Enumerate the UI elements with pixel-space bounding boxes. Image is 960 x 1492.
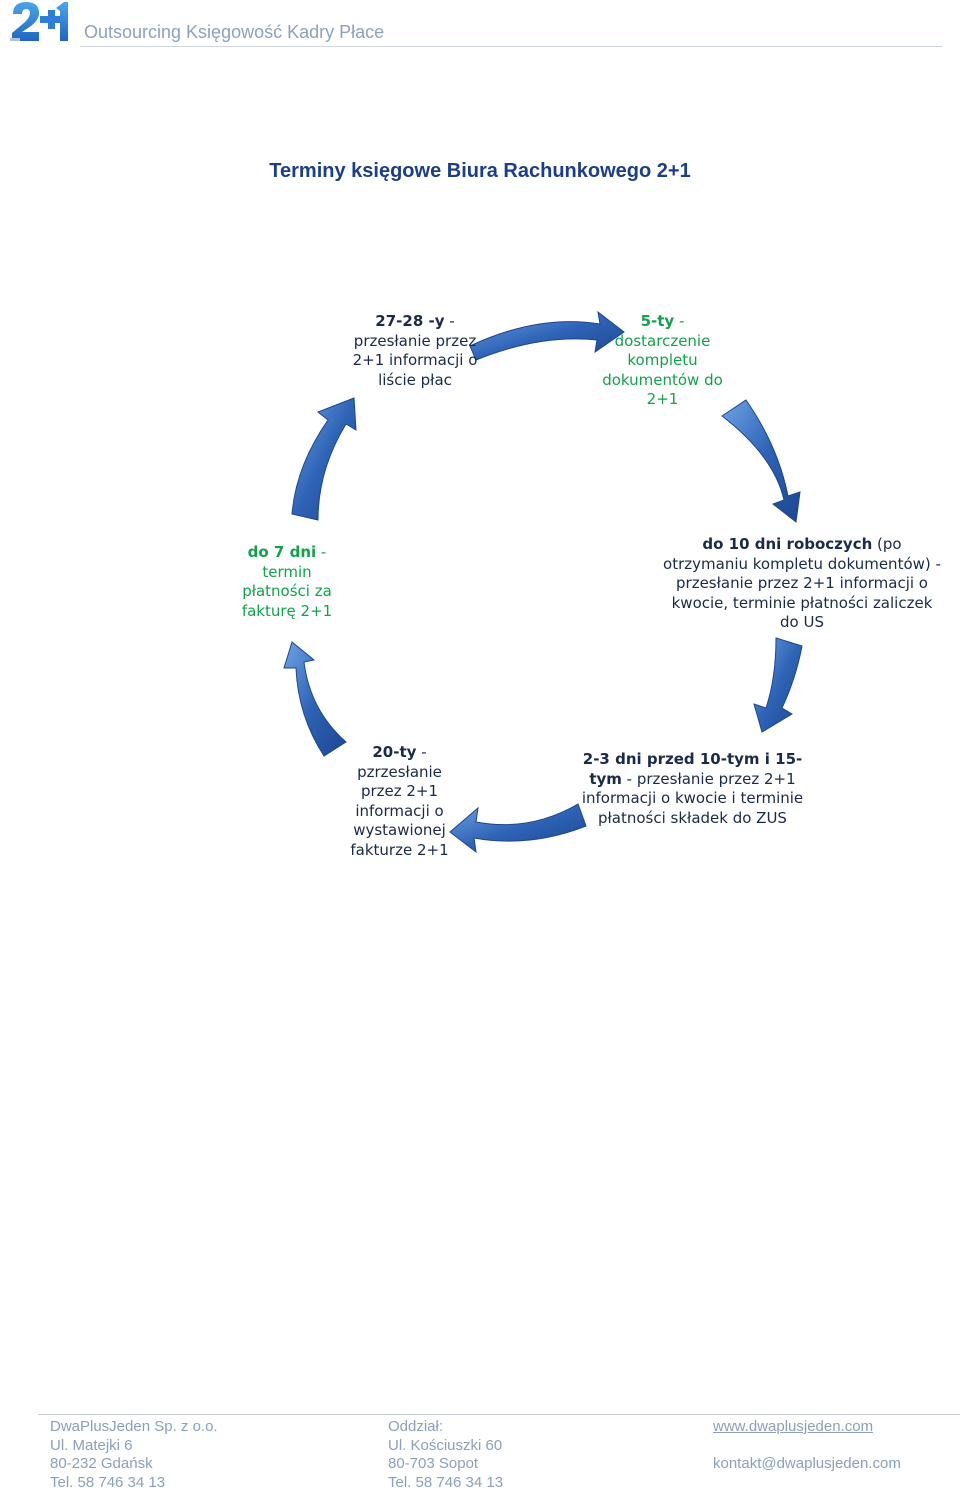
footer-company: DwaPlusJeden Sp. z o.o. Ul. Matejki 6 80… (50, 1418, 218, 1492)
arrow-bottom-icon (449, 803, 587, 854)
cycle-step-bottom-left-bold: 20-ty (372, 743, 417, 761)
arrow-top-icon (469, 310, 625, 361)
cycle-diagram (283, 310, 803, 854)
footer-email-link[interactable]: kontakt@dwaplusjeden.com (713, 1455, 901, 1472)
header-divider (80, 46, 942, 47)
page-header: Outsourcing Księgowość Kadry Płace (0, 0, 960, 50)
footer-branch: Oddział: Ul. Kościuszki 60 80-703 Sopot … (388, 1418, 503, 1492)
cycle-step-bottom-right-text: - przesłanie przez 2+1 informacji o kwoc… (581, 769, 804, 827)
footer-divider (38, 1414, 960, 1415)
cycle-step-left: do 7 dni - termin płatności za fakturę 2… (232, 543, 342, 621)
cycle-step-bottom-right-bold: 2-3 dni przed 10-tym i 15-tym (582, 750, 803, 788)
footer-website-link[interactable]: www.dwaplusjeden.com (713, 1418, 874, 1435)
cycle-step-right: do 10 dni roboczych (po otrzymaniu kompl… (662, 535, 942, 633)
cycle-step-bottom-left: 20-ty - pzrzesłanie przez 2+1 informacji… (342, 743, 457, 860)
cycle-step-top-text: - przesłanie przez 2+1 informacji o liśc… (352, 312, 478, 389)
cycle-step-top-right-text: - dostarczenie kompletu dokumentów do 2+… (602, 312, 723, 408)
cycle-step-top-bold: 27-28 -y (375, 312, 445, 330)
footer-company-name: DwaPlusJeden Sp. z o.o. (50, 1418, 218, 1435)
cycle-step-top: 27-28 -y - przesłanie przez 2+1 informac… (345, 312, 485, 390)
cycle-step-top-right-bold: 5-ty (640, 312, 675, 330)
cycle-step-top-right: 5-ty - dostarczenie kompletu dokumentów … (600, 312, 725, 410)
footer-company-street: Ul. Matejki 6 (50, 1436, 133, 1454)
footer-branch-street: Ul. Kościuszki 60 (388, 1436, 503, 1454)
page-title: Terminy księgowe Biura Rachunkowego 2+1 (269, 160, 691, 182)
cycle-step-right-text: (po otrzymaniu kompletu dokumentów) - pr… (663, 535, 941, 631)
footer-company-city: 80-232 Gdańsk (50, 1455, 153, 1472)
cycle-step-left-bold: do 7 dni (247, 543, 317, 561)
page-footer: DwaPlusJeden Sp. z o.o. Ul. Matejki 6 80… (0, 1404, 960, 1492)
arrow-lower-left-icon (283, 641, 347, 757)
arrow-upper-right-icon (721, 399, 801, 523)
footer-company-phone: Tel. 58 746 34 13 (50, 1473, 166, 1491)
footer-contact: www.dwaplusjeden.com kontakt@dwaplusjede… (713, 1418, 901, 1474)
footer-branch-phone: Tel. 58 746 34 13 (388, 1473, 504, 1491)
footer-branch-label: Oddział: (388, 1418, 444, 1435)
footer-branch-city: 80-703 Sopot (388, 1455, 479, 1472)
arrow-right-icon (753, 637, 803, 733)
arrow-upper-left-icon (291, 397, 357, 521)
cycle-step-bottom-left-text: - pzrzesłanie przez 2+1 informacji o wys… (350, 743, 449, 859)
cycle-step-bottom-right: 2-3 dni przed 10-tym i 15-tym - przesłan… (580, 750, 805, 828)
company-logo-icon (10, 2, 68, 41)
cycle-step-right-bold: do 10 dni roboczych (702, 535, 873, 553)
cycle-step-left-text: - termin płatności za fakturę 2+1 (241, 543, 333, 620)
header-title: Outsourcing Księgowość Kadry Płace (84, 22, 385, 42)
